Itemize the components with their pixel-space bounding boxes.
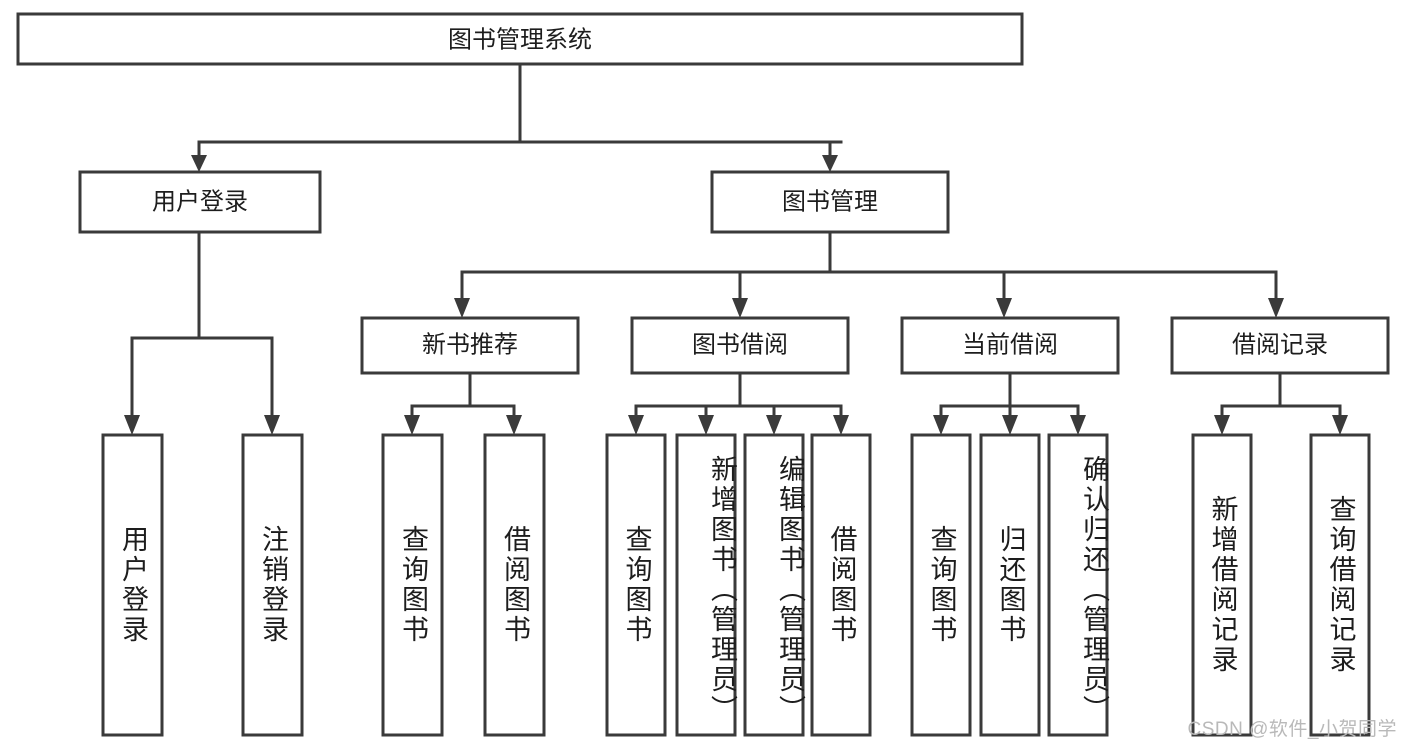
arrowhead-leaf-current-borrow-1 — [1002, 415, 1018, 435]
arrowhead-leaf-book-borrow-0 — [628, 415, 644, 435]
node-borrow-records[interactable] — [1170, 316, 1390, 375]
connector-group-user-login — [124, 230, 280, 435]
node-leaf-current-borrow-1[interactable] — [979, 433, 1041, 737]
connector-group-book-mgmt — [454, 230, 1284, 318]
node-leaf-book-borrow-1[interactable] — [675, 433, 737, 737]
connector-group-new-book-recommend — [404, 371, 522, 435]
arrowhead-leaf-book-borrow-1 — [698, 415, 714, 435]
arrowhead-leaf-borrow-records-0 — [1214, 415, 1230, 435]
arrowhead-leaf-user-login-1 — [264, 415, 280, 435]
arrowhead-leaf-book-borrow-2 — [766, 415, 782, 435]
arrowhead-user-login — [191, 155, 207, 172]
node-user-login[interactable] — [78, 170, 322, 234]
node-new-book-recommend-label: 新书推荐 — [422, 331, 518, 358]
node-leaf-new-book-1[interactable] — [483, 433, 546, 737]
node-root-label: 图书管理系统 — [448, 26, 592, 53]
node-leaf-borrow-records-0[interactable] — [1191, 433, 1253, 737]
connector-group-borrow-records — [1214, 371, 1348, 435]
arrowhead-leaf-new-book-1 — [506, 415, 522, 435]
node-book-borrow-label: 图书借阅 — [692, 331, 788, 358]
arrowhead-leaf-new-book-0 — [404, 415, 420, 435]
node-leaf-new-book-0[interactable] — [381, 433, 444, 737]
node-leaf-borrow-records-1[interactable] — [1309, 433, 1371, 737]
node-user-login-label: 用户登录 — [152, 188, 248, 215]
connector-group-book-borrow — [628, 371, 849, 435]
node-root[interactable] — [16, 12, 1024, 66]
arrowhead-leaf-book-borrow-3 — [833, 415, 849, 435]
arrowhead-book-mgmt — [822, 155, 838, 172]
node-current-borrow[interactable] — [900, 316, 1120, 375]
node-borrow-records-label: 借阅记录 — [1232, 331, 1328, 358]
node-leaf-current-borrow-0[interactable] — [910, 433, 972, 737]
connector-group-root — [191, 62, 843, 172]
node-leaf-user-login-0[interactable] — [101, 433, 164, 737]
node-book-borrow[interactable] — [630, 316, 850, 375]
node-leaf-book-borrow-3[interactable] — [810, 433, 872, 737]
arrowhead-borrow-records — [1268, 298, 1284, 318]
arrowhead-new-book-recommend — [454, 298, 470, 318]
arrowhead-leaf-user-login-0 — [124, 415, 140, 435]
node-leaf-current-borrow-2[interactable] — [1047, 433, 1109, 737]
arrowhead-book-borrow — [732, 298, 748, 318]
arrowhead-leaf-borrow-records-1 — [1332, 415, 1348, 435]
node-new-book-recommend[interactable] — [360, 316, 580, 375]
connector-group-current-borrow — [933, 371, 1086, 435]
node-book-management-label: 图书管理 — [782, 188, 878, 215]
arrowhead-leaf-current-borrow-2 — [1070, 415, 1086, 435]
node-book-management[interactable] — [710, 170, 950, 234]
arrowhead-current-borrow — [996, 298, 1012, 318]
arrowhead-leaf-current-borrow-0 — [933, 415, 949, 435]
node-leaf-book-borrow-0[interactable] — [605, 433, 667, 737]
node-leaf-user-login-1[interactable] — [241, 433, 304, 737]
node-leaf-book-borrow-2[interactable] — [743, 433, 805, 737]
node-current-borrow-label: 当前借阅 — [962, 331, 1058, 358]
